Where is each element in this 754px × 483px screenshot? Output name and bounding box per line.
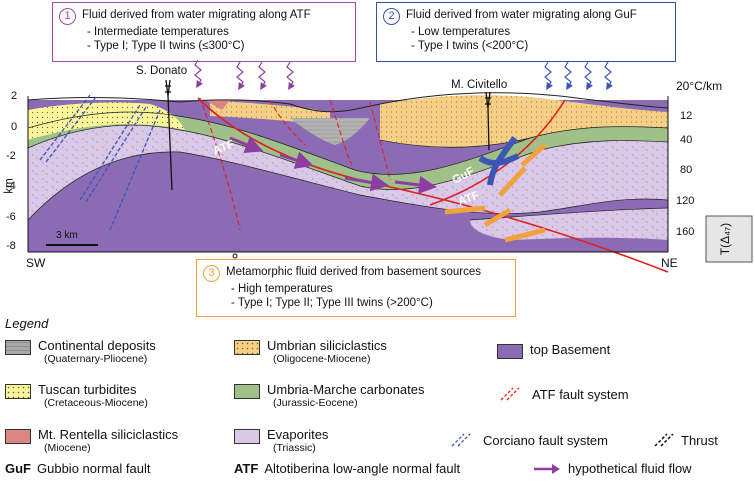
label-ne: NE: [661, 256, 678, 270]
legend-tuscan: Tuscan turbidites(Cretaceous-Miocene): [5, 382, 148, 410]
y-tick: -4: [6, 180, 16, 192]
swatch-evaporites: [234, 429, 260, 444]
guf-flow-arrow: [478, 136, 520, 186]
flow-arrow-icon: [534, 463, 560, 474]
label-s-donato: S. Donato: [136, 65, 188, 77]
scale-label: 3 km: [56, 230, 78, 241]
legend-thrust: Thrust: [651, 432, 718, 448]
legend-evaporites: Evaporites(Triassic): [234, 427, 328, 455]
surface-fluid-wiggles: [194, 59, 613, 91]
box-1-line-2: - Type I; Type II twins (≤300°C): [87, 40, 245, 52]
box-1-line-1: - Intermediate temperatures: [87, 26, 229, 38]
legend-carbonates: Umbria-Marche carbonates(Jurassic-Eocene…: [234, 382, 425, 410]
fluid-box-1: 1 Fluid derived from water migrating alon…: [52, 2, 356, 62]
fluid-box-3: 3 Metamorphic fluid derived from basement…: [196, 259, 516, 317]
basement-flow-arrows: [444, 143, 547, 243]
atf-flow-arrows: [229, 136, 437, 194]
section-axes: [27, 96, 669, 253]
box-1-title: Fluid derived from water migrating along…: [82, 9, 311, 21]
box-3-line-2: - Type I; Type II; Type III twins (>200°…: [231, 297, 433, 309]
box-3-title: Metamorphic fluid derived from basement …: [226, 266, 482, 278]
legend-umbrian: Umbrian siliciclastics(Oligocene-Miocene…: [234, 338, 387, 366]
swatch-rentella: [5, 429, 31, 444]
y-tick: 2: [11, 90, 18, 102]
badge-2: 2: [383, 8, 400, 25]
swatch-carbonates: [234, 384, 260, 399]
label-sw: SW: [26, 256, 46, 270]
t-tick: 40: [680, 134, 693, 146]
swatch-basement: [497, 344, 523, 359]
legend-title: Legend: [5, 316, 49, 331]
temperature-axis-box: [705, 215, 753, 263]
legend-corciano: Corciano fault system: [448, 432, 608, 448]
atf-line-icon: [500, 387, 520, 401]
swatch-tuscan: [5, 384, 31, 399]
t-axis-label: T(Δ₄₇): [718, 222, 733, 256]
section-geology: [27, 92, 669, 252]
corciano-faults: [39, 94, 161, 231]
well-s-donato: [165, 79, 173, 191]
badge-3: 3: [203, 265, 220, 282]
thrust-line-icon: [654, 433, 674, 447]
legend-atf-system: ATF fault system: [497, 386, 629, 402]
legend-flow: hypothetical fluid flow: [532, 461, 692, 476]
legend-basement: top Basement: [497, 342, 610, 359]
legend-continental: Continental deposits(Quaternary-Pliocene…: [5, 338, 156, 366]
box-2-title: Fluid derived from water migrating along…: [406, 9, 637, 21]
badge-1: 1: [59, 8, 76, 25]
fluid-box-2: 2 Fluid derived from water migrating alon…: [376, 2, 676, 62]
t-tick: 80: [680, 164, 693, 176]
t-tick: 160: [676, 226, 695, 238]
origin-marker: [232, 253, 238, 259]
label-gradient: 20°C/km: [676, 79, 723, 93]
t-tick: 12: [680, 110, 693, 122]
swatch-umbrian: [234, 340, 260, 355]
box-2-line-1: - Low temperatures: [411, 26, 511, 38]
swatch-continental: [5, 340, 31, 355]
legend-rentella: Mt. Rentella siliciclastics(Miocene): [5, 427, 178, 455]
y-tick: -6: [6, 211, 16, 223]
y-tick: -2: [6, 150, 16, 162]
box-3-line-1: - High temperatures: [231, 283, 333, 295]
corciano-line-icon: [451, 433, 471, 447]
y-tick: -8: [6, 240, 16, 252]
well-m-civitello: [485, 91, 491, 151]
box-2-line-2: - Type I twins (<200°C): [411, 40, 529, 52]
cross-section: [27, 59, 753, 273]
label-m-civitello: M. Civitello: [451, 79, 508, 91]
t-tick: 120: [676, 195, 695, 207]
y-tick: 0: [11, 121, 18, 133]
